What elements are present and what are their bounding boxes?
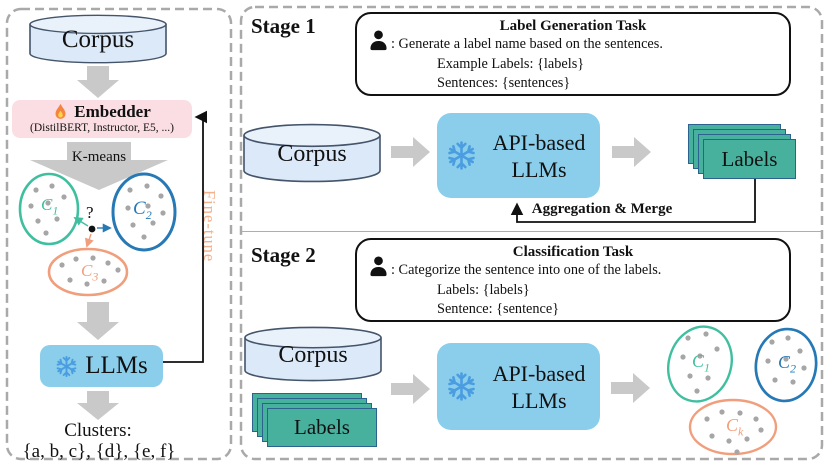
ambiguous-point-dot (88, 225, 96, 233)
down-arrow-icon (77, 302, 119, 340)
stage2-prompt-box: Classification Task : Categorize the sen… (355, 238, 791, 322)
finetune-feedback-line (163, 110, 208, 363)
stage1-prompt-box: Label Generation Task : Generate a label… (355, 12, 791, 96)
cluster-c1-ellipse-stage2 (667, 325, 733, 403)
right-arrow-icon (612, 137, 651, 167)
stage2-prompt-line1: : Categorize the sentence into one of th… (391, 262, 662, 278)
snowflake-icon (56, 355, 77, 377)
kmeans-arrow-icon (30, 142, 168, 190)
left-cluster-scatter (18, 172, 177, 297)
embedder-box: Embedder (DistilBERT, Instructor, E5, ..… (12, 100, 192, 138)
user-icon (370, 30, 387, 51)
aggregation-feedback-line (510, 179, 756, 223)
api-llms-label-stage2: API-based LLMs (492, 360, 586, 413)
stage2-title: Stage 2 (251, 243, 316, 267)
kmeans-label: K-means (71, 148, 127, 165)
aggregation-merge-label: Aggregation & Merge (531, 201, 673, 217)
stage2-prompt-line2: Labels: {labels} (437, 281, 530, 298)
cluster-c3-label: C3 (81, 261, 99, 284)
stage1-prompt-line2: Example Labels: {labels} (437, 55, 585, 72)
cluster-ck-ellipse-stage2 (688, 398, 778, 456)
llms-label: LLMs (85, 352, 148, 379)
right-arrow-icon (391, 374, 430, 404)
right-arrow-icon (611, 373, 650, 403)
finetune-label: Fine-tune (200, 190, 219, 263)
stage2-cluster-scatter (667, 325, 818, 456)
question-mark: ? (86, 203, 94, 222)
api-llms-box-stage2: API-based LLMs (437, 343, 600, 430)
cluster-c2-ellipse (111, 172, 177, 252)
stage2-prompt-line3: Sentence: {sentence} (437, 301, 560, 317)
llms-box: LLMs (40, 345, 163, 387)
cluster-c1-label: C1 (41, 195, 59, 218)
cluster-c1-ellipse (18, 172, 80, 246)
user-icon (370, 256, 387, 277)
labels-card-front-stage2: Labels (267, 408, 377, 447)
cluster-c3-ellipse (47, 247, 129, 297)
right-panel-border (239, 5, 824, 461)
corpus-label-stage2: Corpus (278, 341, 348, 368)
cluster-ck-label-stage2: Ck (726, 415, 744, 439)
clusters-output-title: Clusters: (64, 420, 132, 441)
api-llms-box-stage1: API-based LLMs (437, 113, 600, 198)
assign-arrow-c3 (84, 233, 94, 248)
assign-arrow-c1 (73, 217, 89, 227)
corpus-label-stage1: Corpus (277, 140, 347, 167)
right-arrow-icon (391, 137, 430, 167)
cluster-c2-ellipse-stage2 (754, 327, 818, 403)
stage1-prompt-line3: Sentences: {sentences} (437, 75, 571, 91)
cluster-c1-label-stage2: C1 (692, 351, 711, 375)
stage1-title: Stage 1 (251, 14, 316, 38)
cluster-c2-label-stage2: C2 (778, 352, 797, 376)
snowflake-icon (448, 372, 475, 401)
labels-card-front-stage1: Labels (703, 139, 796, 179)
stage1-prompt-line1: : Generate a label name based on the sen… (391, 36, 663, 52)
down-arrow-icon (77, 66, 119, 98)
embedder-title: Embedder (74, 102, 151, 121)
down-arrow-icon (77, 391, 119, 420)
snowflake-icon (448, 141, 475, 170)
stage2-prompt-title: Classification Task (512, 244, 634, 260)
corpus-label-left: Corpus (61, 26, 135, 53)
clusters-output-sets: {a, b, c}, {d}, {e, f} (22, 441, 176, 462)
cluster-c2-label: C2 (133, 198, 152, 222)
stage-divider (241, 231, 822, 233)
stage1-prompt-title: Label Generation Task (499, 18, 647, 34)
api-llms-label-stage1: API-based LLMs (492, 129, 586, 182)
embedder-subtitle: (DistilBERT, Instructor, E5, ...) (30, 122, 174, 134)
left-panel-border (5, 7, 233, 461)
flame-icon (55, 103, 66, 119)
